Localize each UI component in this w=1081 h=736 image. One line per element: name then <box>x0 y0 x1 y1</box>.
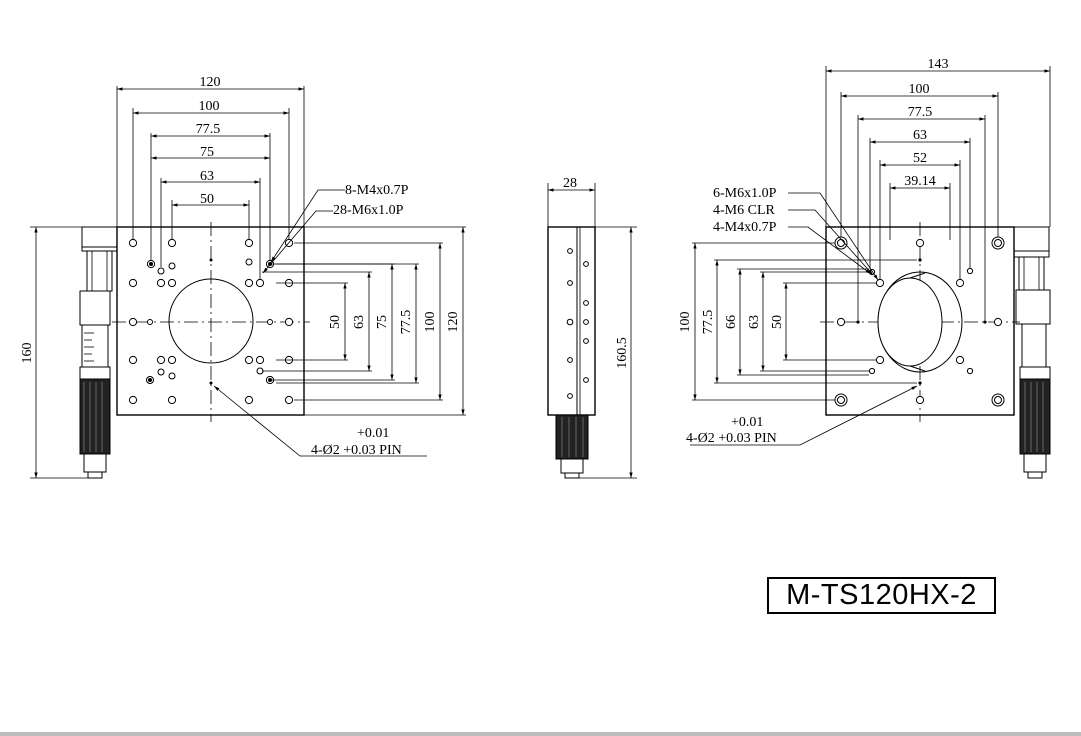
model-label-box: M-TS120HX-2 <box>767 577 996 614</box>
rear-dim-77-5: 77.5 <box>908 105 933 120</box>
rear-dim-100: 100 <box>909 82 930 97</box>
front-side-dimensions: 50 63 75 77.5 100 120 <box>262 226 466 416</box>
rear-callout-m6: 6-M6x1.0P <box>713 186 777 201</box>
rear-pin-tol: +0.01 <box>731 415 763 430</box>
front-dim-75: 75 <box>200 145 214 160</box>
front-dim-100-v: 100 <box>423 312 438 333</box>
front-center-bore <box>168 278 254 364</box>
front-callout-m4: 8-M4x0.7P <box>345 183 409 198</box>
front-pin-tol: +0.01 <box>357 426 389 441</box>
front-micrometer <box>79 226 118 479</box>
front-dim-120: 120 <box>200 75 221 90</box>
rear-micrometer <box>1013 226 1051 479</box>
rear-dim-39-14: 39.14 <box>904 174 936 189</box>
rear-callouts: 6-M6x1.0P 4-M6 CLR 4-M4x0.7P +0.01 4-Ø2 … <box>686 186 918 446</box>
front-callouts: 8-M4x0.7P 28-M6x1.0P +0.01 4-Ø2 +0.03 PI… <box>213 183 427 458</box>
front-dim-77-5-v: 77.5 <box>399 310 414 335</box>
front-dim-63-v: 63 <box>352 315 367 329</box>
side-holes <box>566 248 589 399</box>
front-dim-75-v: 75 <box>375 315 390 329</box>
rear-dim-100-v: 100 <box>678 312 693 333</box>
rear-dim-52: 52 <box>913 151 927 166</box>
rear-side-dimensions: 100 77.5 66 63 50 <box>678 242 917 401</box>
front-dim-160: 160 <box>20 343 35 364</box>
rear-dim-143: 143 <box>928 57 949 72</box>
front-dim-100: 100 <box>199 99 220 114</box>
front-dim-50-v: 50 <box>328 315 343 329</box>
rear-callout-m4: 4-M4x0.7P <box>713 220 777 235</box>
rear-dim-50-v: 50 <box>770 315 785 329</box>
front-dim-63: 63 <box>200 169 214 184</box>
front-height-dimension: 160 <box>20 226 88 479</box>
front-pin-note: 4-Ø2 +0.03 PIN <box>311 443 402 458</box>
footer-bar <box>0 732 1081 736</box>
side-micrometer <box>555 414 589 479</box>
rear-view: 143 100 77.5 63 52 39.14 <box>678 57 1051 479</box>
model-label: M-TS120HX-2 <box>786 579 977 611</box>
front-view: 120 100 77.5 75 63 50 50 <box>20 75 466 479</box>
front-table-plate <box>116 226 305 416</box>
rear-knob <box>877 271 963 373</box>
rear-dim-63: 63 <box>913 128 927 143</box>
front-dim-77-5: 77.5 <box>196 122 221 137</box>
rear-top-dimensions: 143 100 77.5 63 52 39.14 <box>825 57 1051 320</box>
rear-dim-66-v: 66 <box>724 315 739 329</box>
front-top-dimensions: 120 100 77.5 75 63 50 <box>116 75 305 280</box>
rear-pin-note: 4-Ø2 +0.03 PIN <box>686 431 777 446</box>
rear-dim-63-v: 63 <box>747 315 762 329</box>
rear-callout-m6-clr: 4-M6 CLR <box>713 203 776 218</box>
side-dim-28: 28 <box>563 176 577 191</box>
front-callout-m6: 28-M6x1.0P <box>333 203 404 218</box>
rear-dim-77-5-v: 77.5 <box>701 310 716 335</box>
front-dim-120-v: 120 <box>446 312 461 333</box>
side-dim-160-5: 160.5 <box>615 337 630 369</box>
side-view: 28 160.5 <box>547 176 637 479</box>
front-dim-50: 50 <box>200 192 214 207</box>
